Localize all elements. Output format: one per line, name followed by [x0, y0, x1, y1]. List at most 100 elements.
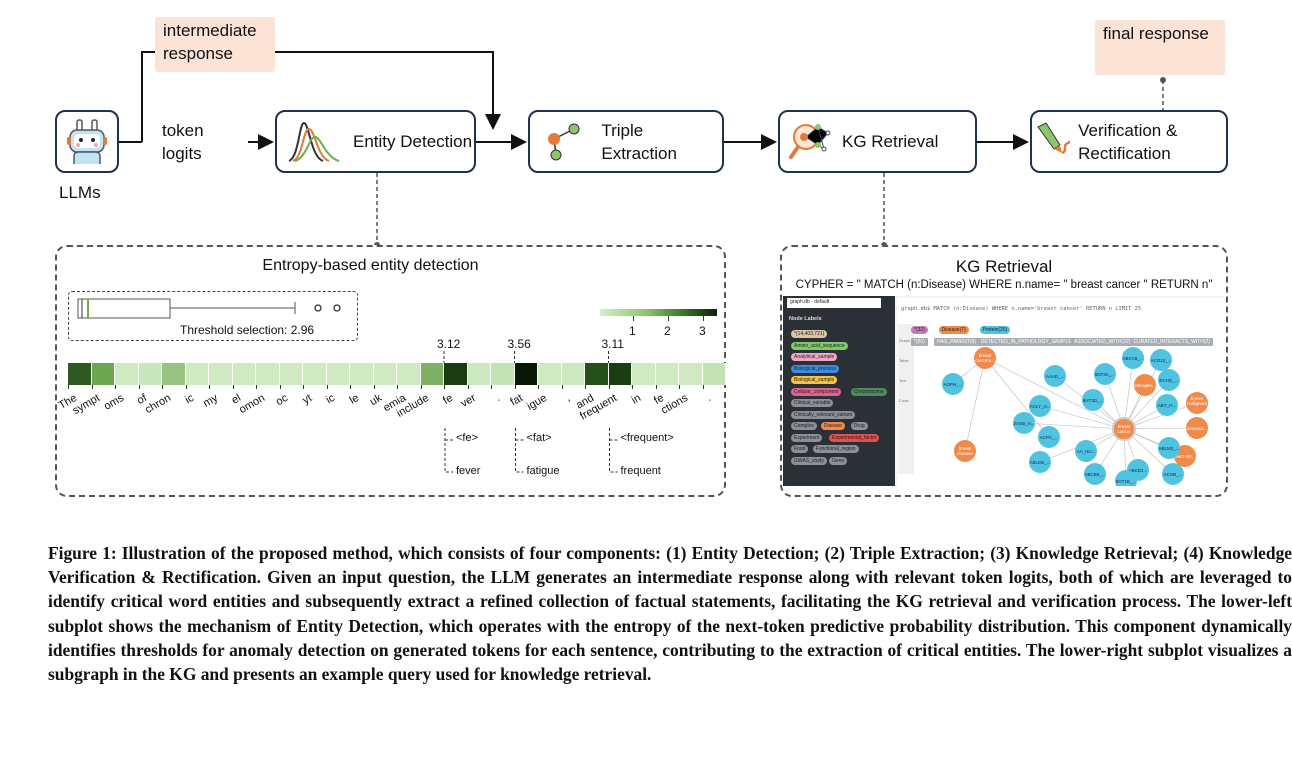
graph-node[interactable]: ACPC_... [1038, 426, 1060, 448]
relationship-tag[interactable]: *(50) [911, 338, 928, 346]
node-label-pill[interactable]: Complex [791, 422, 817, 430]
node-label-pill[interactable]: Disease [820, 422, 845, 430]
query-editor[interactable]: graph.db$ MATCH (n:Disease) WHERE n.name… [901, 306, 1142, 312]
node-label-pill[interactable]: Drug [850, 422, 868, 430]
node-label-pill[interactable]: Experiment [791, 433, 823, 442]
graph-node[interactable]: estrogen... [1134, 374, 1156, 396]
node-label-pill[interactable]: Chromosome [850, 387, 887, 396]
heatmap-cell [162, 363, 186, 385]
node-label-pill[interactable]: Analytical_sample [791, 353, 838, 361]
token-tick [655, 385, 657, 389]
entity-bracket [444, 428, 453, 473]
token-tick [138, 385, 140, 389]
graph-node[interactable]: ABLM2_... [1029, 451, 1051, 473]
heatmap-cell [444, 363, 468, 385]
token-tick [279, 385, 281, 389]
graph-node[interactable]: 5HT3D_... [1082, 389, 1104, 411]
result-tag[interactable]: Protein(20) [979, 326, 1011, 334]
colorbar-tick [668, 316, 669, 321]
token-tick [115, 385, 116, 389]
graph-node[interactable]: breast malignant ... [1186, 392, 1208, 414]
node-label-pill[interactable]: Clinically_relevant_variant [791, 410, 856, 419]
node-label-pill[interactable]: Biological_sample [791, 376, 838, 384]
view-tab-code[interactable]: Code [899, 398, 909, 403]
heatmap-cell [279, 363, 303, 385]
threshold-selection-text: Threshold selection: 2.96 [180, 323, 315, 337]
heatmap-cell [350, 363, 374, 385]
node-label-pill[interactable]: Clinical_variable [791, 399, 834, 407]
node-label-pill[interactable]: Cellular_component [791, 387, 842, 396]
token-tick [561, 385, 563, 389]
graph-edge [1123, 427, 1198, 430]
heatmap-cell [491, 363, 515, 385]
token-tick [303, 385, 304, 389]
node-label-pill[interactable]: Functional_region [812, 445, 859, 453]
heatmap-cell [138, 363, 162, 385]
node-label-pill[interactable]: Gene [829, 456, 848, 465]
graph-node[interactable]: breast cancer [1112, 417, 1136, 441]
heatmap-cell [702, 363, 726, 385]
relationship-tag[interactable]: HAS_PARENT(6) [934, 338, 980, 346]
node-label-pill[interactable]: GWAS_study [791, 456, 827, 465]
heatmap-cell [655, 363, 679, 385]
graph-node[interactable]: breast disease [954, 440, 976, 462]
database-select[interactable]: graph.db - default [787, 298, 881, 308]
graph-node[interactable]: AOPH_... [942, 373, 964, 395]
graph-node[interactable]: ACO12_... [1150, 349, 1172, 371]
graph-edge [984, 357, 1125, 430]
heatmap-cell [232, 363, 256, 385]
result-tag[interactable]: *(32) [911, 326, 928, 334]
colorbar-tick-label: 1 [629, 324, 636, 338]
token-tick [538, 385, 539, 389]
graph-node[interactable]: AA_HU... [1075, 440, 1097, 462]
node-label-pill[interactable]: Food [791, 445, 809, 453]
heatmap-cell [679, 363, 703, 385]
colorbar-tick [703, 316, 704, 321]
result-tag[interactable]: Disease(7) [938, 326, 969, 334]
heatmap-cell [561, 363, 585, 385]
graph-node[interactable]: ACHB_... [1162, 463, 1184, 485]
final-response-note: final response [1095, 20, 1225, 75]
graph-node[interactable]: ABY_H... [1156, 394, 1178, 416]
graph-edge [1039, 405, 1125, 430]
entity-bracket [515, 428, 524, 473]
graph-node[interactable]: 5NT3A_... [1094, 363, 1116, 385]
heatmap-cell [303, 363, 327, 385]
token-tick [514, 385, 516, 389]
stage-triple-extraction: Triple Extraction [528, 110, 724, 173]
graph-node[interactable]: AAAD_... [1044, 365, 1066, 387]
node-label-pill[interactable]: Experimental_factor [829, 433, 880, 442]
stage-label: KG Retrieval [842, 132, 939, 151]
boxplot-frame [68, 291, 358, 341]
relationship-tag[interactable]: DETECTED_IN_PATHOLOGY_SAMPLE(20) [977, 338, 1084, 346]
token-tick [679, 385, 680, 389]
graph-node[interactable]: ECHG_... [1158, 369, 1180, 391]
node-label-pill[interactable]: Biological_process [791, 364, 839, 373]
graph-node[interactable]: 5HT1B_... [1115, 470, 1137, 486]
peak-value: 3.11 [601, 337, 624, 351]
graph-node[interactable]: ABCA8_... [1122, 347, 1144, 369]
node-label-pill[interactable]: *(14,403,721) [791, 330, 828, 338]
heatmap-cell [185, 363, 209, 385]
view-tab-table[interactable]: Table [899, 358, 909, 363]
token-tick [702, 385, 704, 389]
graph-node[interactable]: breast cancers... [974, 347, 996, 369]
relationship-tag[interactable]: ASSOCIATED_WITH(22) [1071, 338, 1134, 346]
heatmap-cell [397, 363, 421, 385]
heatmap-cell [115, 363, 139, 385]
graph-node[interactable]: 2ASB_H... [1013, 412, 1035, 434]
graph-node[interactable]: ABCB9_... [1084, 463, 1106, 485]
token-tick [632, 385, 633, 389]
cypher-query: CYPHER = " MATCH (n:Disease) WHERE n.nam… [795, 279, 1213, 291]
network-search-icon [789, 123, 831, 159]
view-tab-graph[interactable]: Graph [899, 338, 911, 343]
graph-node[interactable]: ABLM2_... [1158, 437, 1180, 459]
view-tab-text[interactable]: Text [899, 378, 907, 383]
entity-word: fatigue [526, 465, 560, 477]
graph-node[interactable]: ACLY_H... [1029, 395, 1051, 417]
relationship-tag[interactable]: CURATED_INTERACTS_WITH(2) [1130, 338, 1213, 346]
graph-node[interactable]: adenoca... [1186, 417, 1208, 439]
heatmap-cell [326, 363, 350, 385]
heatmap-cell [514, 363, 538, 385]
node-label-pill[interactable]: Amino_acid_sequence [791, 341, 848, 350]
